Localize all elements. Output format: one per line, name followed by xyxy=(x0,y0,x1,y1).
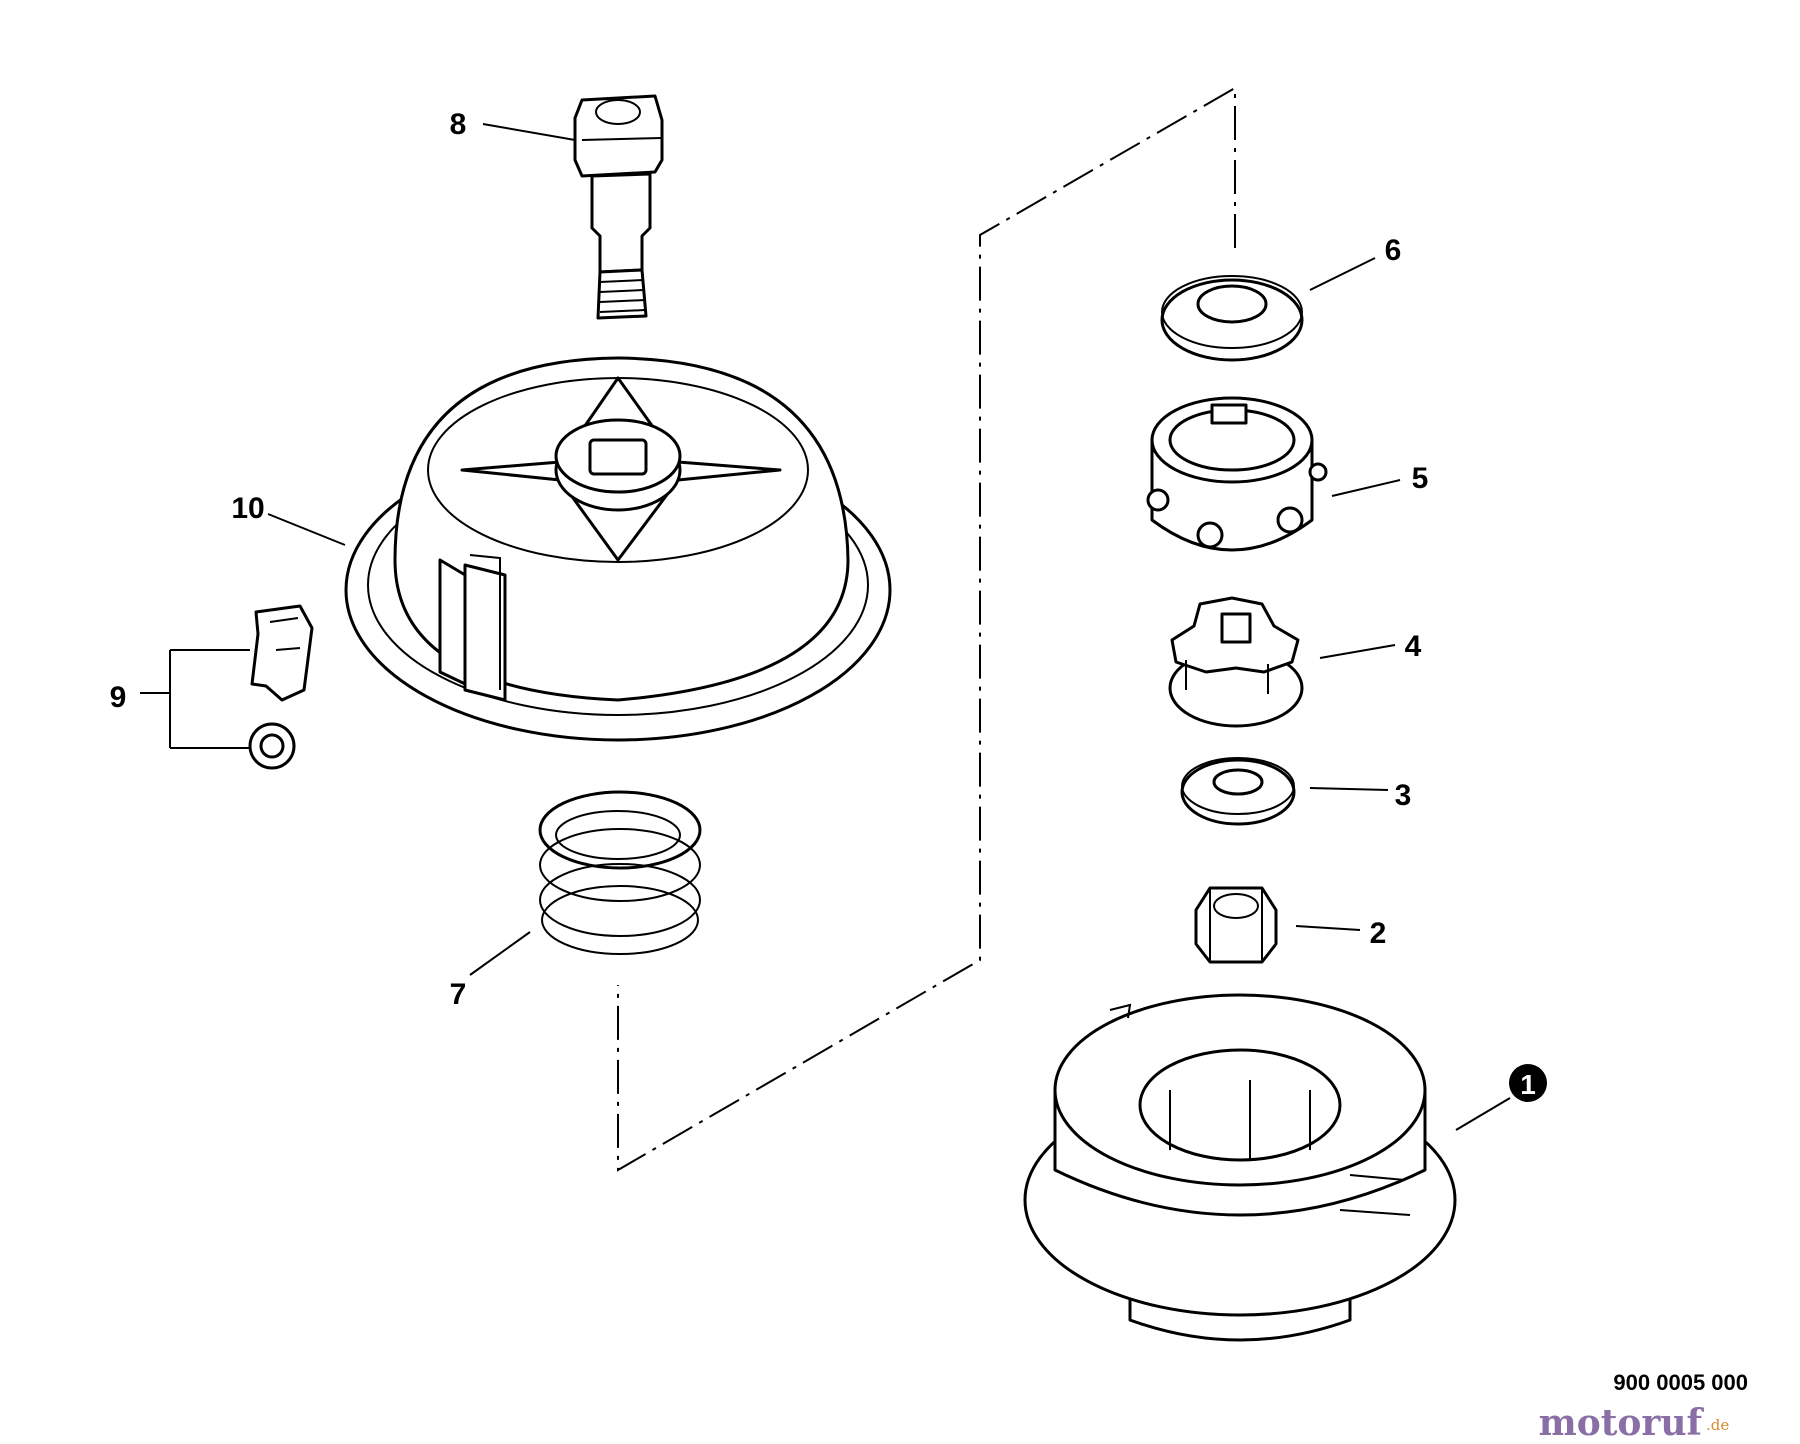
part-10-housing xyxy=(344,356,892,742)
svg-text:.de: .de xyxy=(1706,1416,1729,1434)
leader-1 xyxy=(1455,1097,1511,1131)
part-4-drive xyxy=(1168,596,1304,728)
callout-10: 10 xyxy=(231,492,264,525)
svg-text:motoruf: motoruf xyxy=(1539,1402,1705,1444)
callout-3: 3 xyxy=(1395,779,1412,812)
callout-5: 5 xyxy=(1412,462,1429,495)
assembly-line xyxy=(617,86,1236,1172)
part-6-washer xyxy=(1160,275,1304,362)
leader-2 xyxy=(1295,925,1361,931)
part-5-ring xyxy=(1146,396,1328,552)
leader-9 xyxy=(140,649,250,749)
leader-3 xyxy=(1309,787,1389,791)
leader-6 xyxy=(1309,257,1376,291)
callout-6: 6 xyxy=(1385,234,1402,267)
part-2-nut xyxy=(1194,886,1278,964)
leader-10 xyxy=(267,513,346,546)
watermark-logo: motoruf .de xyxy=(1539,1402,1730,1444)
callout-1: 1 xyxy=(1509,1064,1547,1102)
part-1-spool xyxy=(1023,993,1457,1342)
svg-text:1: 1 xyxy=(1520,1069,1536,1100)
callout-7: 7 xyxy=(450,978,467,1011)
drawing-number: 900 0005 000 xyxy=(1613,1370,1748,1395)
leader-5 xyxy=(1331,479,1401,497)
leader-4 xyxy=(1319,644,1396,659)
callout-9: 9 xyxy=(110,681,127,714)
part-9-line-guide xyxy=(248,604,314,770)
leader-8 xyxy=(482,123,576,141)
part-8-arbor-bolt xyxy=(573,94,664,320)
part-7-spring xyxy=(538,790,702,955)
callout-2: 2 xyxy=(1370,917,1387,950)
part-3-washer xyxy=(1180,757,1296,826)
callout-8: 8 xyxy=(450,108,467,141)
leader-7 xyxy=(469,931,531,976)
callout-4: 4 xyxy=(1405,630,1422,663)
